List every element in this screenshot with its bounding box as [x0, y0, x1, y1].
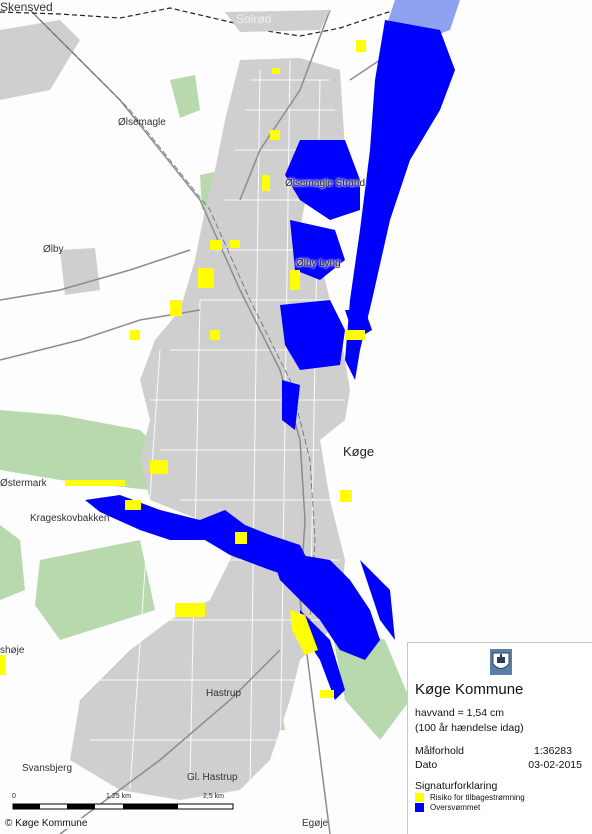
scalebar-label-0: 0	[12, 793, 16, 800]
legend-swatch-flooded	[415, 803, 424, 812]
place-label-svansbjerg: Svansbjerg	[22, 763, 73, 774]
copyright-notice: © Køge Kommune	[3, 818, 90, 829]
legend-swatch-backflow	[415, 793, 424, 802]
municipal-crest-icon	[489, 649, 512, 675]
place-label-olby-lyng: Ølby Lyng	[296, 258, 341, 269]
built-up-area	[0, 20, 350, 800]
backflow-risk-areas	[0, 40, 366, 698]
legend-water-level: havvand = 1,54 cm	[415, 707, 505, 719]
map-legend: Køge Kommune havvand = 1,54 cm (100 år h…	[407, 642, 592, 834]
legend-item-flooded: Oversvømmet	[415, 803, 586, 812]
municipal-boundary	[0, 3, 421, 37]
railway	[39, 19, 316, 621]
place-label-hastrup: Hastrup	[206, 688, 242, 699]
legend-item-backflow-label: Risiko for tilbagestrømning	[430, 793, 525, 802]
place-label-krageskovbakken: Krageskovbakken	[30, 513, 110, 524]
legend-date-value: 03-02-2015	[528, 759, 582, 771]
solrod-area	[225, 10, 330, 32]
place-label-gl-hastrup: Gl. Hastrup	[187, 772, 238, 783]
place-label-ostermark: Østermark	[0, 478, 47, 489]
legend-item-backflow: Risiko for tilbagestrømning	[415, 793, 586, 802]
scalebar-label-end: 2,5 km	[203, 793, 225, 800]
place-label-koge: Køge	[343, 444, 375, 459]
legend-org-name: Køge Kommune	[415, 681, 524, 698]
flooded-areas	[85, 20, 455, 700]
scale-bar: 0 1,25 km 2,5 km	[8, 793, 240, 817]
legend-date-label: Dato	[415, 759, 438, 771]
legend-scale-value: 1:36283	[534, 745, 572, 757]
legend-date-row: Dato 03-02-2015	[415, 759, 586, 771]
place-label-olsemagle: Ølsemagle	[118, 117, 166, 128]
legend-event-note: (100 år hændelse idag)	[415, 722, 524, 734]
place-label-olby: Ølby	[43, 244, 64, 255]
scalebar-label-mid: 1,25 km	[106, 793, 131, 800]
place-label-olsemagle-strand: Ølsemagle Strand	[285, 178, 366, 189]
legend-item-flooded-label: Oversvømmet	[430, 803, 481, 812]
place-label-top-left: Skensved	[0, 0, 53, 14]
place-label-egoje: Egøje	[302, 818, 329, 829]
legend-scale-row: Målforhold 1:36283	[415, 745, 586, 757]
legend-scale-label: Målforhold	[415, 745, 465, 757]
place-label-left-edge: shøje	[0, 645, 25, 656]
legend-signature-title: Signaturforklaring	[415, 780, 498, 792]
place-label-top-center: Solrød	[236, 12, 272, 26]
scalebar-graphic	[12, 803, 234, 810]
